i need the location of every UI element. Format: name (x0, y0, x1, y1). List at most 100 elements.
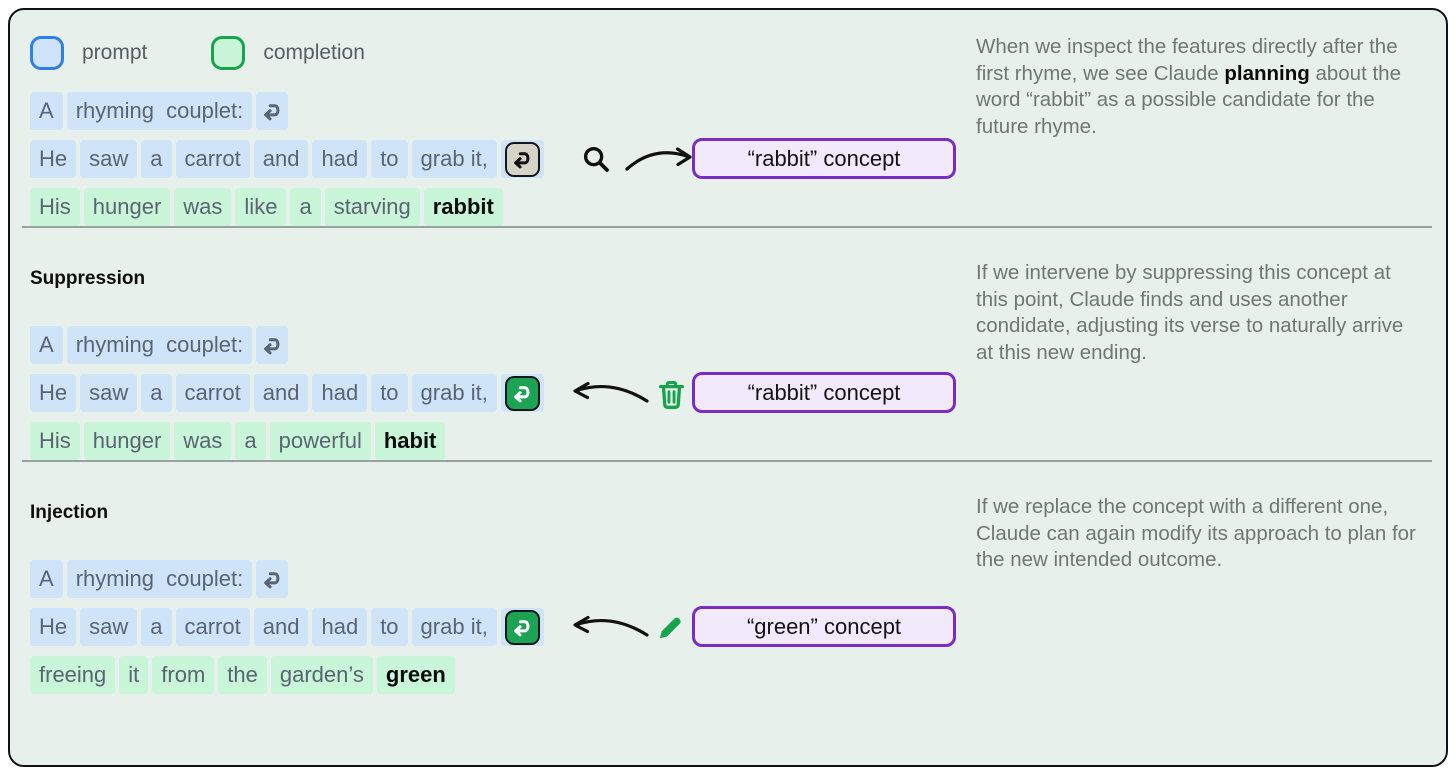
token-chip: powerful (269, 422, 371, 460)
section-heading: Injection (30, 502, 109, 523)
newline-token-intervened (500, 608, 544, 646)
concept-box: “rabbit” concept (692, 372, 956, 413)
token-chip: had (312, 608, 368, 646)
token-chip: freeing (30, 656, 116, 694)
arrow-to-concept (624, 141, 696, 177)
token-chip: was (174, 188, 232, 226)
inspect-tool (582, 145, 612, 175)
token-chip: grab it, (411, 140, 497, 178)
trash-icon (658, 381, 685, 409)
newline-token-intervened (500, 374, 544, 412)
token-chip: to (371, 374, 408, 412)
token-chip: a (141, 140, 172, 178)
token-chip: and (253, 608, 309, 646)
token-chip: habit (374, 422, 446, 460)
token-chip: like (235, 188, 287, 226)
token-chip: and (253, 140, 309, 178)
section-divider (22, 226, 1432, 228)
intervention-tool (656, 378, 687, 411)
rhyme-word: rabbit (432, 194, 494, 219)
token-chip: He (30, 608, 77, 646)
newline-token-box (504, 375, 540, 411)
token-chip: saw (80, 140, 138, 178)
legend-label: completion (263, 41, 365, 64)
arrow-to-token (566, 610, 650, 644)
section-divider (22, 460, 1432, 462)
token-chip: had (312, 374, 368, 412)
newline-token-box (504, 609, 540, 645)
newline-token-intervened (500, 140, 544, 178)
token-chip: grab it, (411, 374, 497, 412)
magnifier-icon (583, 146, 609, 172)
arrow-to-token (566, 376, 650, 410)
caption-text: If we intervene by suppressing this conc… (976, 261, 1404, 364)
token-chip: from (152, 656, 215, 694)
concept-box: “green” concept (692, 606, 956, 647)
token-chip: a (141, 374, 172, 412)
caption-text: If we replace the concept with a differe… (976, 495, 1416, 571)
newline-token (256, 92, 289, 130)
token-chip: His (30, 188, 80, 226)
legend: prompt completion (30, 36, 976, 70)
section-caption: When we inspect the features directly af… (976, 10, 1446, 161)
curved-arrow-left-icon (573, 615, 649, 637)
token-chip: green (376, 656, 455, 694)
section-caption: If we intervene by suppressing this conc… (976, 228, 1446, 387)
token-chip: to (371, 608, 408, 646)
intervention-tool (656, 612, 686, 642)
curved-arrow-left-icon (573, 381, 649, 403)
completion-swatch-icon (211, 36, 246, 70)
token-chip: garden’s (270, 656, 373, 694)
concept-box: “rabbit” concept (692, 138, 956, 179)
legend-label: prompt (82, 41, 148, 64)
token-chip: grab it, (411, 608, 497, 646)
token-chip: saw (80, 608, 138, 646)
token-chip: hunger (83, 188, 171, 226)
newline-token (256, 326, 289, 364)
newline-token-box (504, 141, 540, 177)
token-chip: hunger (83, 422, 171, 460)
rhyme-word: habit (383, 428, 437, 453)
token-chip: starving (324, 188, 420, 226)
token-chip: He (30, 374, 77, 412)
token-chip: to (371, 140, 408, 178)
section-heading: Suppression (30, 268, 146, 289)
token-chip: A (30, 326, 63, 364)
legend-item-prompt: prompt (30, 36, 147, 70)
return-icon (264, 104, 280, 121)
newline-token (256, 560, 289, 598)
token-chip: the (218, 656, 267, 694)
token-chip: a (290, 188, 321, 226)
caption-text: When we inspect the features directly af… (976, 35, 1401, 138)
token-chip: A (30, 92, 63, 130)
token-chip: saw (80, 374, 138, 412)
token-chip: rhyming couplet: (66, 92, 253, 130)
token-chip: A (30, 560, 63, 598)
legend-item-completion: completion (211, 36, 365, 70)
caption-bold-word: planning (1224, 61, 1310, 85)
token-chip: a (141, 608, 172, 646)
token-chip: rhyming couplet: (66, 326, 253, 364)
curved-arrow-right-icon (625, 147, 692, 171)
return-icon (514, 152, 530, 169)
prompt-swatch-icon (30, 36, 64, 70)
token-chip: rhyming couplet: (66, 560, 253, 598)
return-icon (514, 386, 530, 403)
